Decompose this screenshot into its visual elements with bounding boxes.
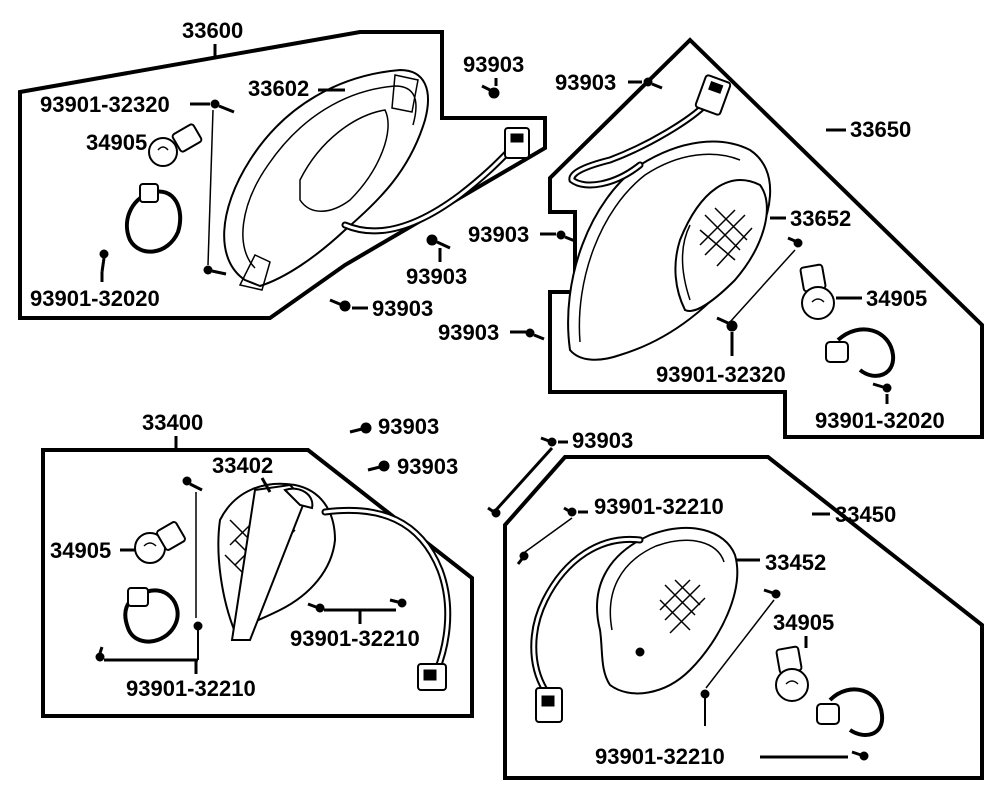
assembly-line [524, 517, 573, 553]
part-label-93901-32210-bl-a: 93901-32210 [290, 626, 420, 651]
group-label-33450: 33450 [835, 502, 896, 527]
part-label-34905-tr: 34905 [866, 286, 927, 311]
screw-icon [481, 84, 500, 99]
socket-wire-icon [123, 587, 180, 644]
group-frame-33600 [18, 30, 547, 320]
screw-icon [389, 598, 407, 608]
part-label-93903-bl-a: 93903 [378, 414, 439, 439]
assembly-line [207, 109, 214, 266]
screw-icon [203, 265, 227, 276]
screw-icon [99, 249, 109, 273]
screw-icon [643, 77, 663, 90]
part-label-93901-32020-tr: 93901-32020 [815, 408, 945, 433]
bulb-icon [775, 645, 809, 702]
part-label-93903-b: 93903 [372, 296, 433, 321]
part-label-93901-32210-br-a: 93901-32210 [594, 494, 724, 519]
screw-icon [95, 646, 105, 662]
group-label-33400: 33400 [142, 410, 203, 435]
screw-icon [487, 506, 501, 518]
part-label-93901-32210-br-b: 93901-32210 [595, 744, 725, 769]
part-label-33602: 33602 [248, 76, 309, 101]
screw-icon [787, 236, 803, 248]
screw-icon [193, 621, 203, 660]
group-33400: 33400 93903 93903 33402 [50, 410, 458, 701]
screw-icon [716, 316, 738, 332]
part-label-93903-tr-c: 93903 [438, 320, 499, 345]
group-33650: 93903 33650 33652 93903 [438, 70, 945, 433]
screw-icon [329, 298, 351, 312]
screw-icon [540, 436, 557, 447]
assembly-line [705, 599, 775, 689]
socket-wire-icon [825, 327, 896, 378]
screw-icon [525, 328, 545, 341]
screw-icon [516, 551, 529, 565]
screw-icon [851, 750, 869, 761]
screw-icon [367, 460, 390, 472]
part-label-93903-tr-a: 93903 [555, 70, 616, 95]
part-label-34905-bl: 34905 [50, 538, 111, 563]
part-label-33402: 33402 [212, 453, 273, 478]
assembly-line [729, 249, 796, 323]
screw-icon [349, 422, 372, 434]
part-label-33452: 33452 [765, 550, 826, 575]
part-label-93903-br: 93903 [572, 428, 633, 453]
turn-signal-housing-rear-left [217, 482, 452, 691]
bulb-icon [799, 263, 835, 320]
group-frame-33650 [548, 37, 984, 439]
screw-icon [210, 99, 235, 114]
screw-icon [307, 602, 325, 613]
bulb-icon [148, 123, 203, 167]
part-label-93901-32320-top-left: 93901-32320 [40, 92, 170, 117]
bulb-icon [134, 521, 186, 564]
screw-icon [872, 382, 892, 393]
group-frame-33400 [41, 448, 474, 718]
part-label-34905-top-left: 34905 [86, 130, 147, 155]
screw-icon [556, 230, 576, 243]
leader-33402 [260, 477, 272, 493]
part-label-93901-32210-bl-b: 93901-32210 [126, 676, 256, 701]
part-label-34905-br: 34905 [773, 610, 834, 635]
part-label-93903-c: 93903 [463, 52, 524, 77]
group-frame-33450 [503, 455, 984, 780]
part-label-93901-32320-tr: 93901-32320 [656, 362, 786, 387]
group-label-33600: 33600 [182, 18, 243, 43]
turn-signal-housing-rear-right [530, 527, 739, 723]
screw-icon [426, 234, 451, 250]
screw-icon [763, 588, 781, 599]
screw-icon [563, 506, 577, 517]
socket-wire-icon [124, 183, 183, 254]
part-label-33652: 33652 [790, 206, 851, 231]
group-33600: 33600 33602 93901-32320 34905 [30, 18, 530, 321]
group-33450: 93903 33450 93901-32210 [487, 428, 896, 769]
part-label-93901-32020-top-left: 93901-32020 [30, 286, 160, 311]
screw-icon [700, 689, 710, 726]
assembly-line [494, 446, 554, 512]
socket-wire-icon [816, 687, 885, 737]
part-label-93903-tr-b: 93903 [468, 222, 529, 247]
part-label-93903-a: 93903 [406, 264, 467, 289]
part-label-93903-bl-b: 93903 [397, 454, 458, 479]
group-label-33650: 33650 [850, 117, 911, 142]
turn-signal-housing-front-right [567, 74, 771, 361]
turn-signal-housing-front-left [223, 68, 530, 291]
screw-icon [182, 476, 203, 492]
